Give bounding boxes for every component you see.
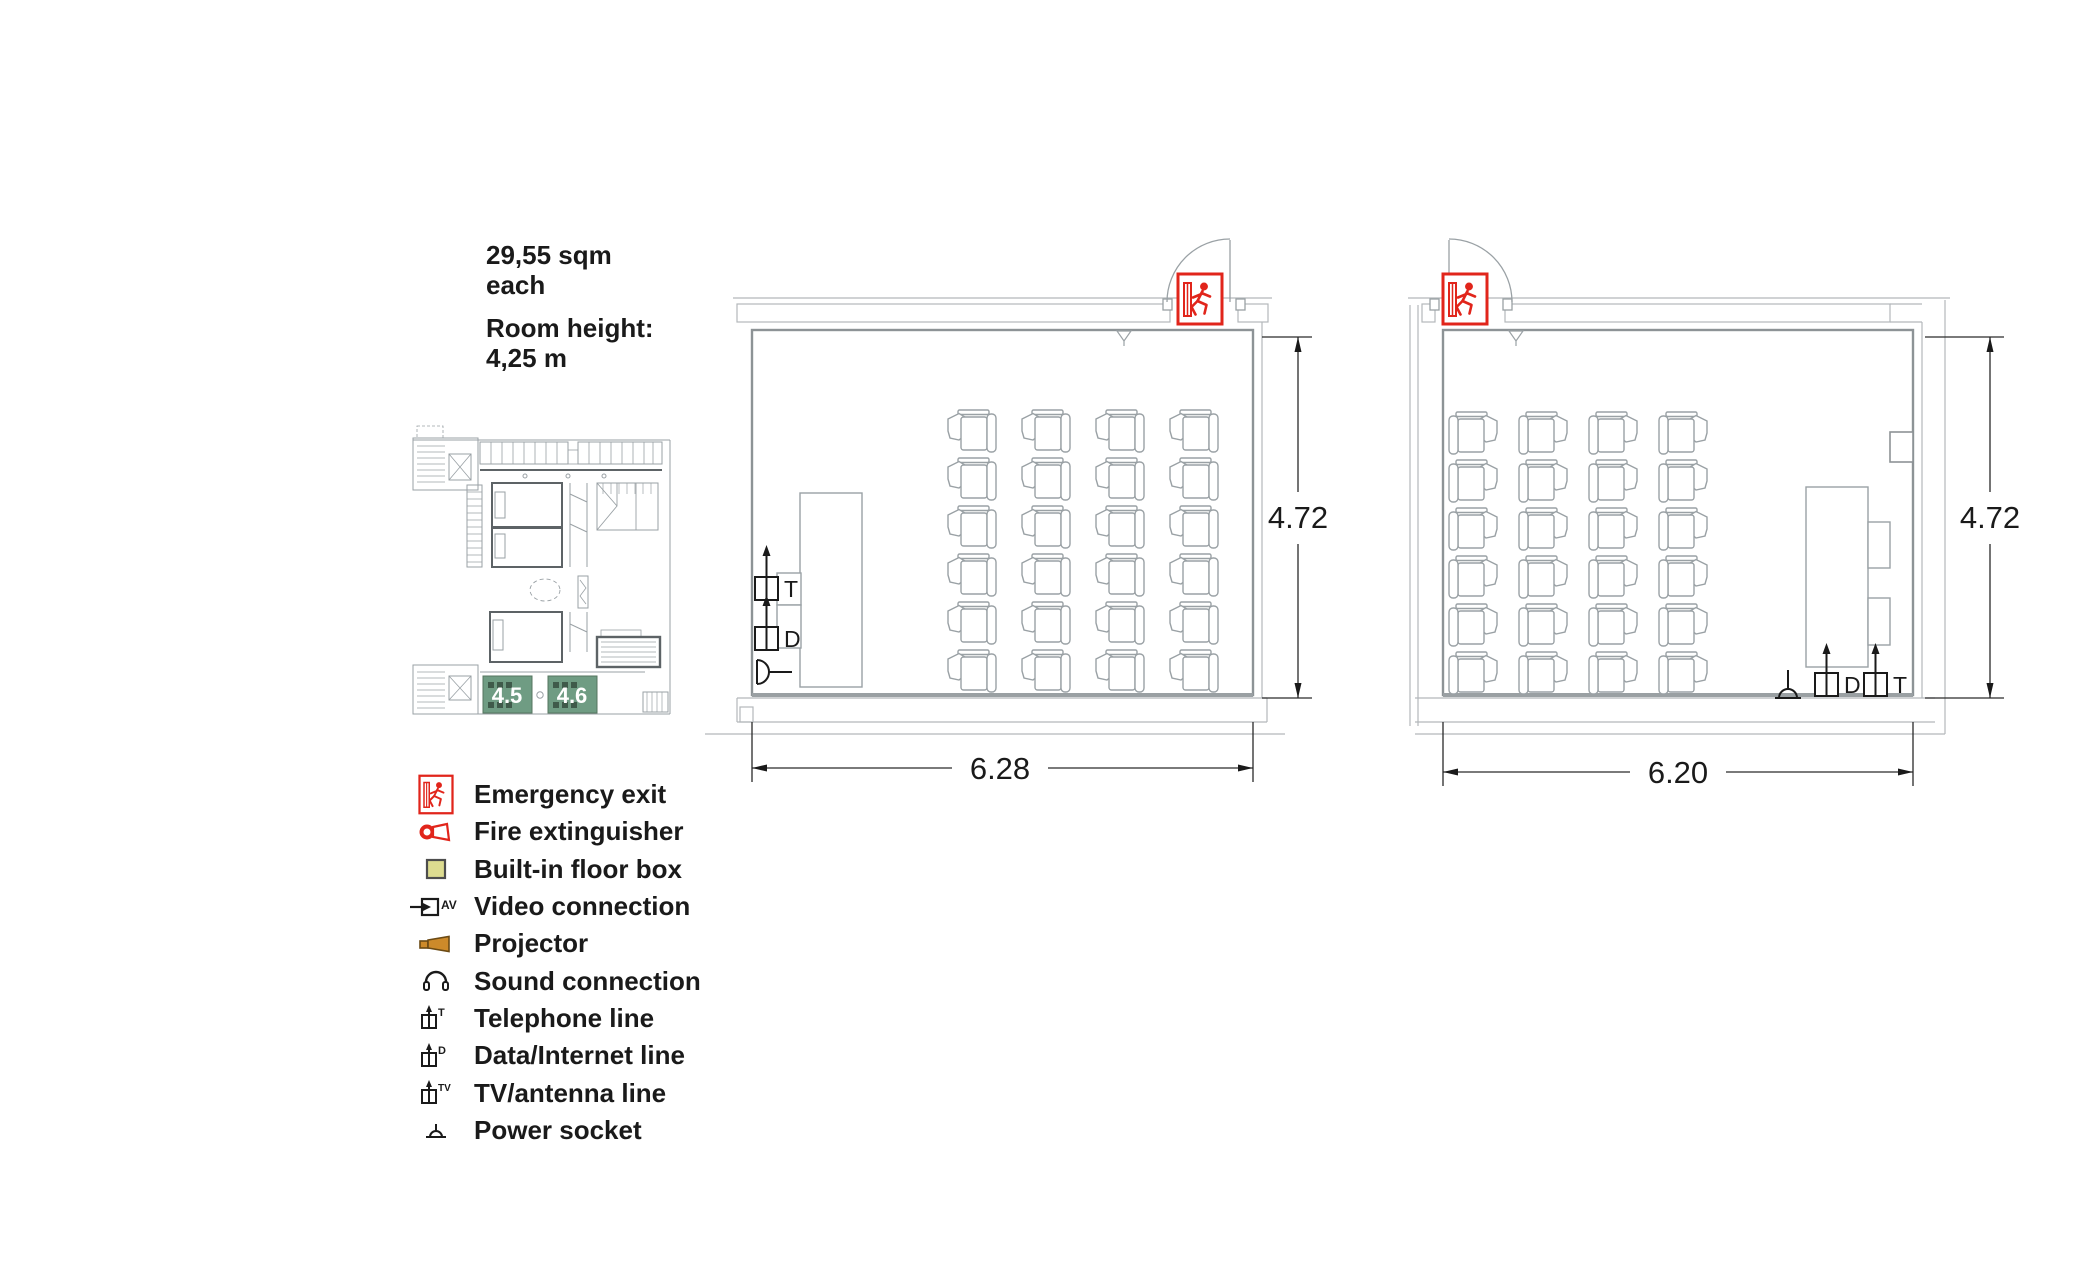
room-area-line2: each xyxy=(486,270,546,300)
emergency-exit-icon xyxy=(412,774,460,815)
room-46-plan: D T 4.72 xyxy=(1408,238,2020,790)
room-45-height-dimension: 4.72 xyxy=(1262,336,1328,699)
room-45-plan: T D xyxy=(705,238,1328,786)
sound-connection-icon xyxy=(412,969,460,993)
overview-room-46-label: 4.6 xyxy=(557,683,588,708)
svg-text:6.20: 6.20 xyxy=(1648,755,1708,790)
svg-text:TV: TV xyxy=(438,1083,451,1094)
svg-text:T: T xyxy=(438,1007,445,1019)
room-45-width-dimension: 6.28 xyxy=(751,722,1254,786)
svg-text:6.28: 6.28 xyxy=(970,751,1030,786)
power-socket-symbol xyxy=(1775,670,1801,699)
data-connection-symbol xyxy=(1814,643,1839,697)
fire-extinguisher-icon xyxy=(412,821,460,843)
legend-item-sound-connection: Sound connection xyxy=(412,962,701,999)
legend-item-floor-box: Built-in floor box xyxy=(412,851,701,888)
floor-box-icon xyxy=(412,857,460,881)
svg-text:4.72: 4.72 xyxy=(1960,500,2020,535)
room-info-text: 29,55 sqm each Room height: 4,25 m xyxy=(486,240,654,386)
svg-text:D: D xyxy=(438,1045,446,1057)
svg-text:AV: AV xyxy=(441,898,457,912)
legend-item-tv-line: TV TV/antenna line xyxy=(412,1074,701,1111)
room-height-line2: 4,25 m xyxy=(486,343,567,373)
data-connection-label: D xyxy=(784,626,801,652)
data-connection-symbol xyxy=(754,595,779,651)
lectern-table xyxy=(776,492,863,688)
sound-connection-symbol xyxy=(756,659,792,685)
data-connection-label: D xyxy=(1844,672,1861,698)
legend-item-power-socket: Power socket xyxy=(412,1112,701,1149)
emergency-exit-sign xyxy=(1176,272,1224,326)
overview-room-46: 4.6 xyxy=(547,675,598,714)
overview-room-45-label: 4.5 xyxy=(492,683,523,708)
room-area-line1: 29,55 sqm xyxy=(486,240,612,270)
seating-room-45 xyxy=(947,409,1219,693)
data-line-icon: D xyxy=(412,1042,460,1069)
room-height-text: Room height: 4,25 m xyxy=(486,313,654,373)
emergency-exit-sign xyxy=(1441,272,1489,326)
legend-item-video-connection: AV Video connection xyxy=(410,888,701,925)
video-connection-icon: AV xyxy=(410,894,460,920)
room-area-text: 29,55 sqm each xyxy=(486,240,654,300)
telephone-connection-symbol xyxy=(754,545,779,601)
overview-floorplan: 4.5 4.6 xyxy=(412,425,671,715)
telephone-line-icon: T xyxy=(412,1005,460,1031)
legend: Emergency exit Fire extinguisher Built-i… xyxy=(410,774,701,1149)
seating-room-46 xyxy=(1448,411,1708,695)
svg-text:4.72: 4.72 xyxy=(1268,500,1328,535)
power-socket-icon xyxy=(412,1119,460,1141)
legend-item-projector: Projector xyxy=(412,925,701,962)
tv-line-icon: TV xyxy=(412,1080,460,1106)
projector-icon xyxy=(412,934,460,954)
telephone-connection-symbol xyxy=(1863,643,1888,697)
telephone-connection-label: T xyxy=(784,576,798,602)
legend-item-data-line: D Data/Internet line xyxy=(412,1037,701,1074)
room-height-line1: Room height: xyxy=(486,313,654,343)
legend-item-telephone-line: T Telephone line xyxy=(412,1000,701,1037)
head-table xyxy=(1805,486,1891,668)
overview-room-45: 4.5 xyxy=(482,675,533,714)
legend-item-fire-extinguisher: Fire extinguisher xyxy=(412,813,701,850)
room-46-width-dimension: 6.20 xyxy=(1442,722,1914,790)
telephone-connection-label: T xyxy=(1893,672,1907,698)
room-46-height-dimension: 4.72 xyxy=(1925,336,2020,699)
legend-item-emergency-exit: Emergency exit xyxy=(412,774,701,815)
